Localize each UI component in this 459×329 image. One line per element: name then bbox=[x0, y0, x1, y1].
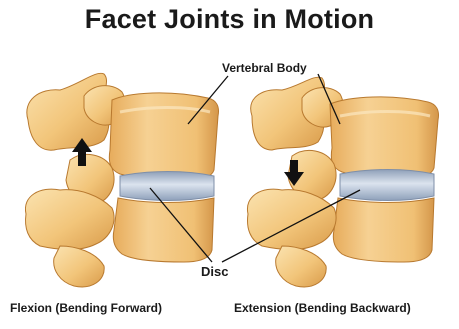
extension-caption: Extension (Bending Backward) bbox=[234, 301, 411, 315]
right-lower-vertebral-body bbox=[333, 198, 434, 262]
left-disc bbox=[120, 172, 214, 201]
vertebral-body-label: Vertebral Body bbox=[222, 61, 307, 75]
right-spine-segment bbox=[247, 77, 438, 287]
disc-label: Disc bbox=[201, 264, 228, 279]
right-disc bbox=[340, 170, 434, 201]
right-upper-vertebral-body bbox=[330, 97, 439, 178]
flexion-caption: Flexion (Bending Forward) bbox=[10, 301, 162, 315]
left-bottom-process bbox=[54, 246, 104, 287]
right-bottom-process bbox=[276, 246, 326, 287]
left-upper-vertebral-body bbox=[109, 93, 218, 180]
left-spine-segment bbox=[25, 73, 218, 287]
left-lower-vertebral-body bbox=[113, 198, 214, 262]
